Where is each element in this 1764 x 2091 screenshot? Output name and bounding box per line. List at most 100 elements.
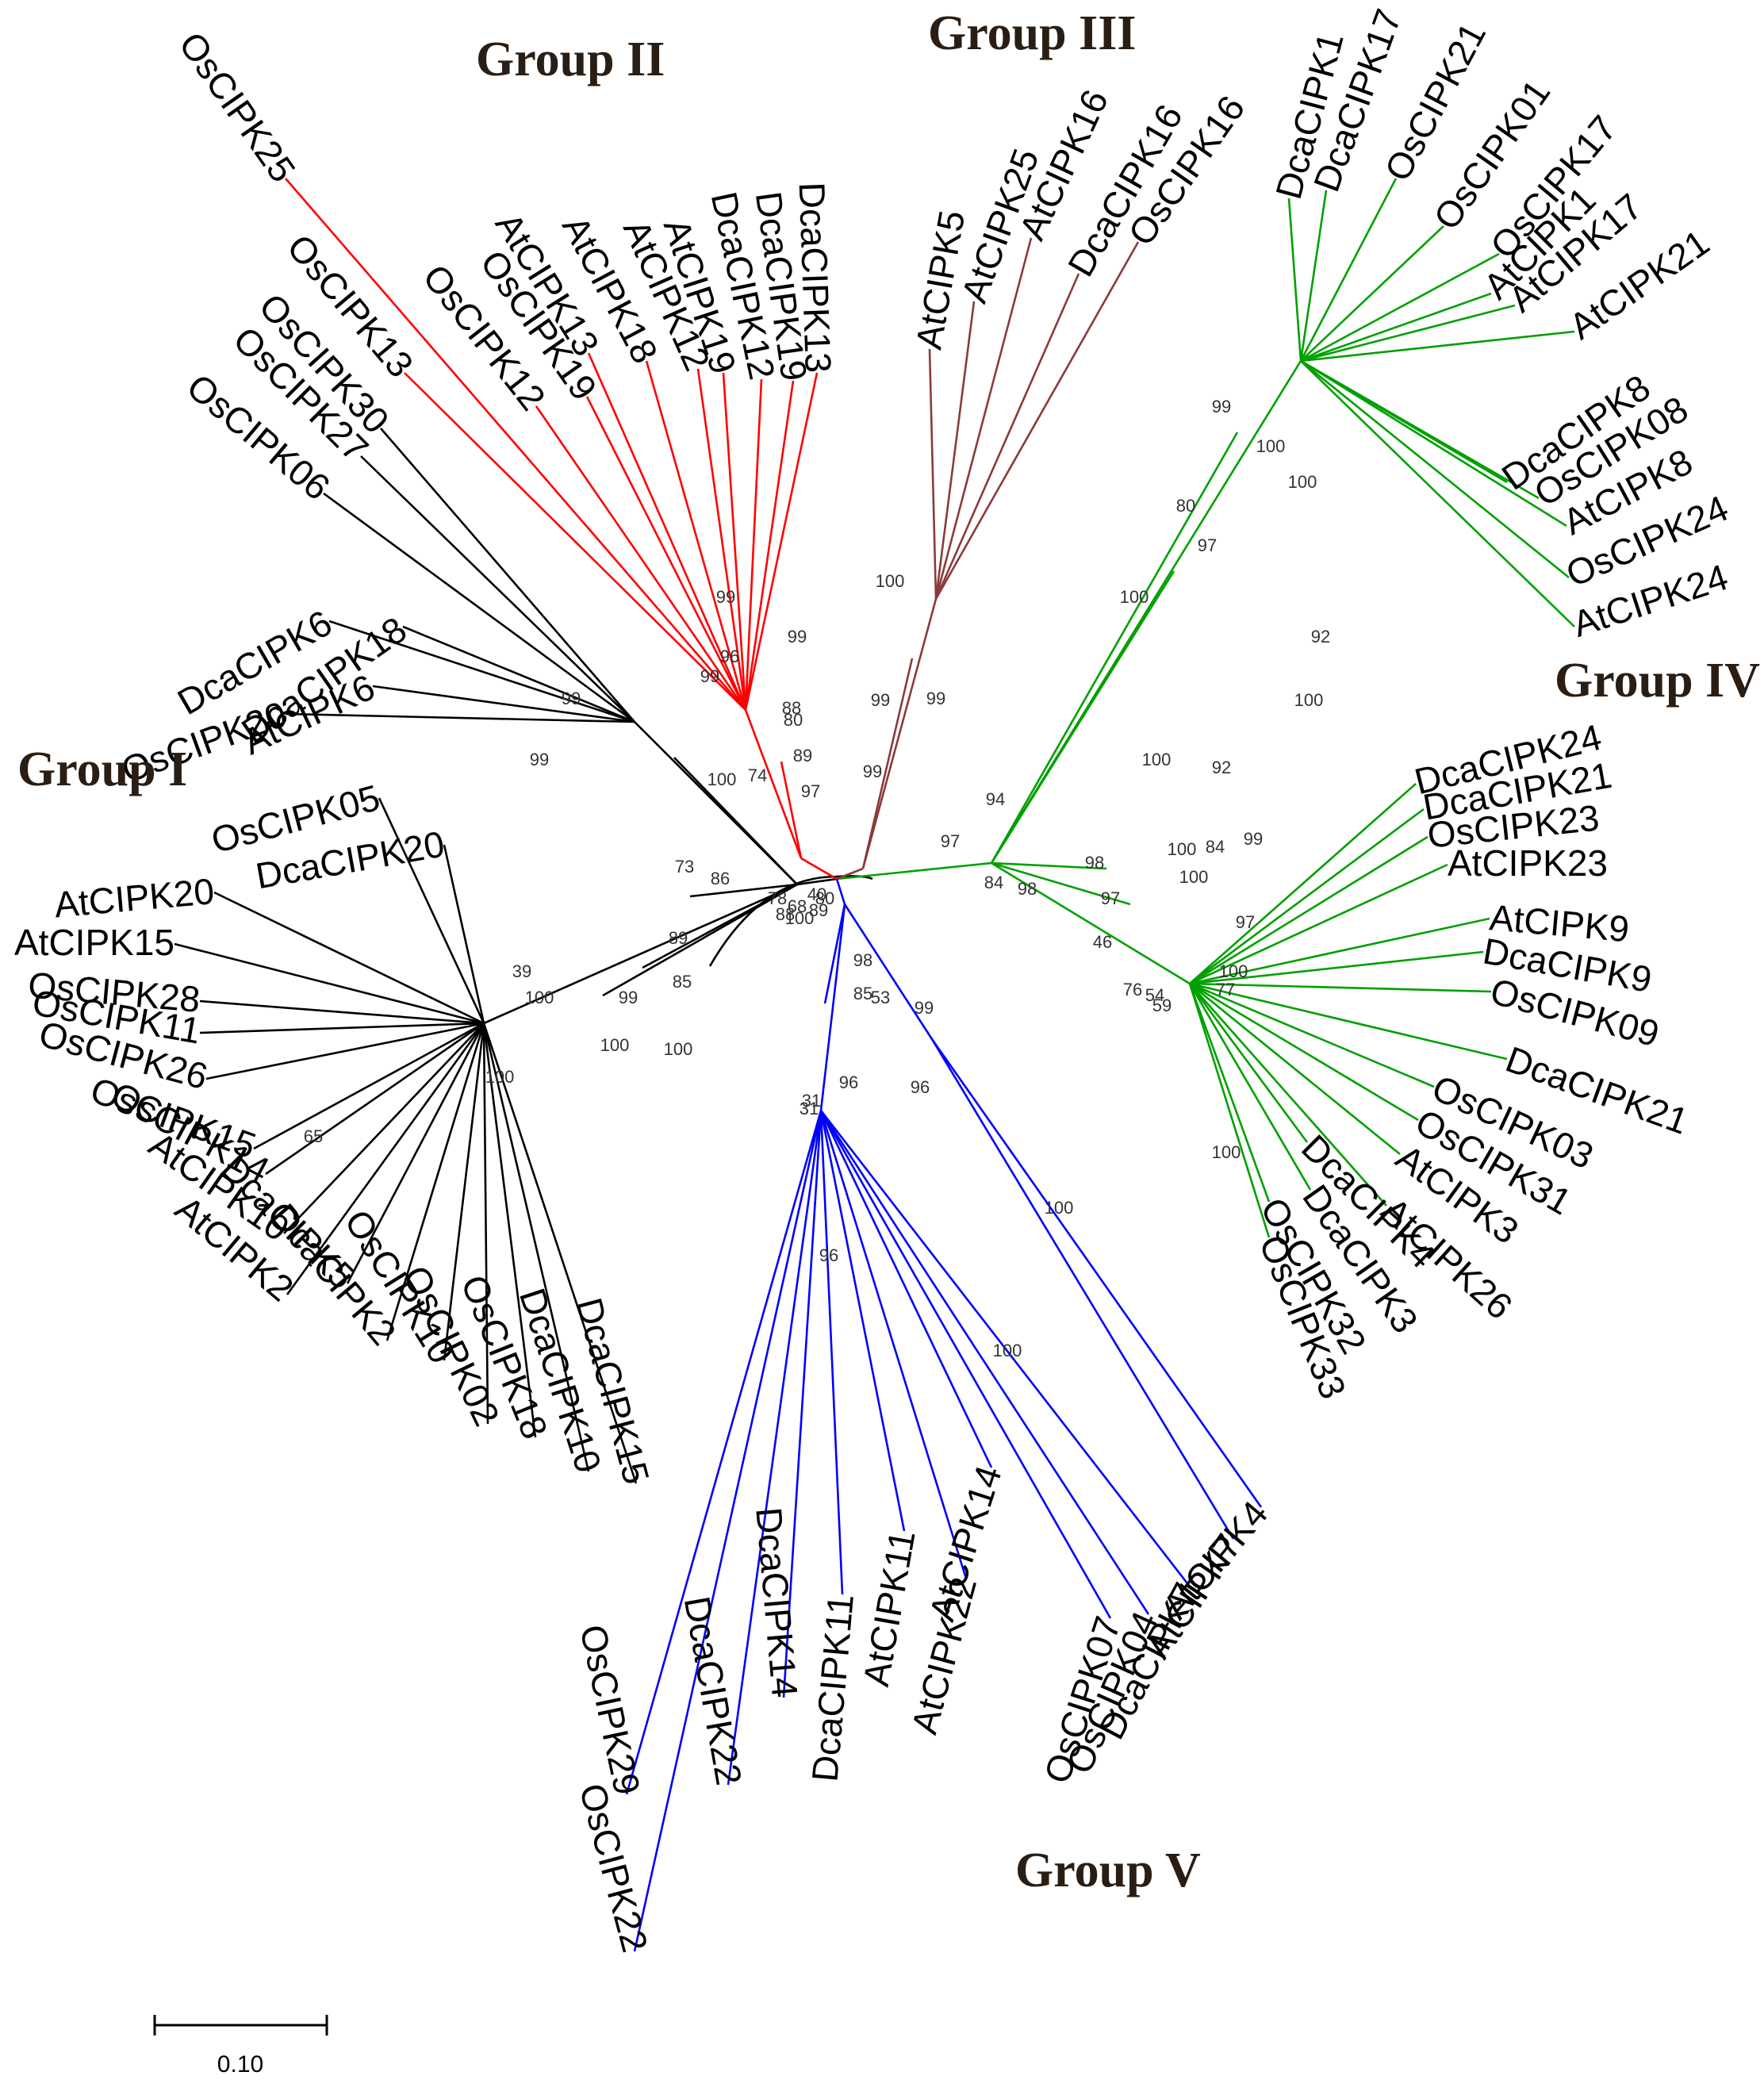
bootstrap-value: 97 (1236, 912, 1255, 932)
branch-dcacipk16 (934, 273, 1080, 600)
branch-oscipk04 (819, 1110, 1150, 1615)
bootstrap-value: 100 (485, 1067, 515, 1087)
bootstrap-value: 86 (711, 869, 730, 888)
branch-oscipk27 (360, 455, 635, 723)
trunk-group-3 (836, 867, 864, 881)
leaf-label: DcaCIPK13 (792, 182, 839, 374)
internal-g5-2 (843, 904, 934, 1040)
branch-atcipk25 (934, 301, 976, 600)
branch-dcacipk11 (819, 1110, 844, 1595)
bootstrap-value: 80 (815, 888, 834, 908)
branch-oscipk25 (285, 178, 746, 711)
internal-g4-4 (991, 861, 1131, 906)
branch-dcacipk22 (727, 1110, 823, 1786)
branch-atcipk16 (934, 237, 1033, 600)
branch-atcipk20 (213, 891, 485, 1025)
branch-oscipk18 (482, 1022, 537, 1438)
leaf-label: AtCIPK15 (14, 922, 174, 963)
branch-oscipk22 (633, 1110, 823, 1952)
leaf-label: DcaCIPK11 (803, 1593, 861, 1784)
bootstrap-value: 96 (839, 1072, 858, 1092)
group-label-5: Group V (1015, 1844, 1201, 1897)
branch-oscipk06 (323, 492, 635, 723)
branch-atcipk26 (1189, 983, 1387, 1207)
bootstrap-value: 100 (1288, 472, 1317, 492)
leaf-label: DcaCIPK22 (677, 1593, 750, 1788)
group-label-3: Group III (928, 6, 1136, 60)
branch-dcacipk3 (1188, 983, 1312, 1191)
branch-oscipk24 (1300, 359, 1570, 579)
bootstrap-value: 94 (986, 789, 1005, 809)
group-label-1: Group I (17, 742, 187, 796)
branch-atcipk19 (722, 372, 747, 711)
branch-atcipk13 (587, 352, 747, 711)
branch-oscipk05 (378, 797, 485, 1024)
branch-atcipk21 (1300, 330, 1575, 363)
branch-oscipk15 (253, 1022, 485, 1150)
bootstrap-value: 84 (1206, 837, 1225, 857)
bootstrap-value: 100 (993, 1341, 1022, 1360)
bootstrap-value: 99 (530, 750, 549, 769)
bootstrap-value: 96 (720, 646, 739, 666)
branch-atcipk3 (1189, 982, 1401, 1156)
branch-atcipk2 (286, 1022, 485, 1295)
internal-g3-0 (861, 658, 914, 869)
branch-dcacipk5 (346, 1022, 485, 1284)
bootstrap-value: 65 (304, 1126, 323, 1146)
scale-bar: 0.10 (153, 2015, 328, 2078)
branch-atcipk18 (645, 360, 747, 711)
bootstrap-value: 99 (871, 690, 890, 710)
bootstrap-value: 53 (871, 988, 890, 1007)
leaf-labels: OsCIPK25OsCIPK13OsCIPK12OsCIPK19AtCIPK13… (14, 4, 1734, 1957)
tree-branches (174, 178, 1575, 1952)
internal-g4-2 (990, 360, 1302, 864)
bootstrap-value: 100 (1256, 436, 1286, 456)
branch-atcipk9 (1189, 917, 1490, 985)
leaf-label: AtCIPK23 (1448, 842, 1608, 884)
branch-oscipk17 (1300, 252, 1500, 363)
branch-oscipk28 (199, 999, 485, 1025)
internal-g3-1 (861, 598, 938, 869)
bootstrap-value: 100 (525, 988, 554, 1007)
branch-oscipk19 (585, 396, 747, 711)
bootstrap-value: 99 (700, 666, 719, 686)
branch-atcipk4 (930, 1038, 1263, 1508)
branch-atcipk14 (819, 1110, 993, 1468)
bootstrap-value: 100 (876, 571, 905, 591)
bootstrap-value: 88 (776, 904, 795, 924)
branch-dcacipk10 (482, 1022, 590, 1472)
branch-atcipk7 (930, 1038, 1235, 1540)
internal-g1-2 (689, 883, 798, 898)
bootstrap-value: 98 (853, 950, 872, 970)
branch-atcipk8 (1300, 359, 1567, 528)
branch-oscipk10 (443, 1022, 485, 1361)
bootstrap-value: 31 (802, 1091, 821, 1111)
bootstrap-value: 100 (1045, 1198, 1074, 1218)
internal-g1-4 (602, 883, 798, 997)
internal-g2-0 (744, 709, 803, 859)
bootstrap-value: 97 (1101, 888, 1120, 908)
branch-atcipk17 (1300, 304, 1516, 363)
bootstrap-value: 78 (768, 888, 787, 908)
bootstrap-value: 40 (807, 884, 826, 904)
branch-dcacipk17 (1299, 190, 1328, 362)
internal-g4-3 (991, 861, 1107, 870)
internal-g2-1 (780, 761, 803, 859)
group-label-4: Group IV (1555, 654, 1760, 708)
bootstrap-value: 99 (716, 587, 735, 607)
bootstrap-value: 100 (1219, 961, 1248, 981)
branch-dcacipk9 (1189, 950, 1484, 985)
bootstrap-value: 84 (984, 873, 1003, 892)
branch-oscipk21 (1299, 178, 1398, 362)
branch-oscipk23 (1189, 835, 1428, 985)
bootstrap-value: 80 (1176, 496, 1195, 516)
bootstrap-value: 99 (619, 988, 638, 1007)
bootstrap-value: 98 (1018, 879, 1037, 899)
branch-oscipk02 (482, 1022, 489, 1425)
bootstrap-value: 99 (788, 627, 807, 646)
branch-atcipk5 (928, 348, 938, 600)
bootstrap-value: 100 (1168, 839, 1197, 859)
branch-oscipk11 (199, 1022, 485, 1034)
